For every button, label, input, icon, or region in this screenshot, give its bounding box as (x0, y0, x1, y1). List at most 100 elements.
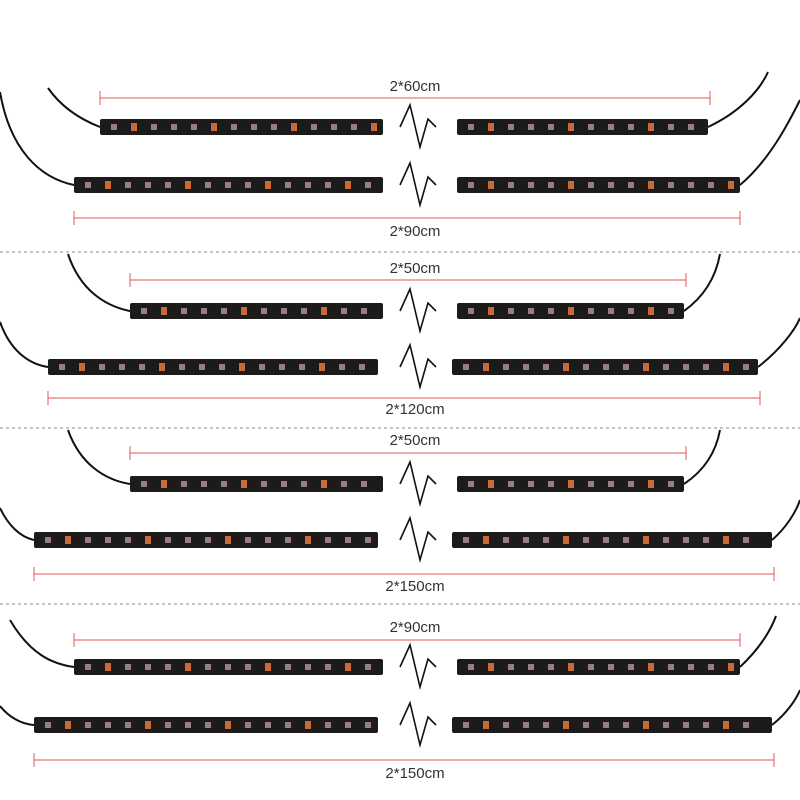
led-resistor (291, 123, 297, 131)
led-resistor (563, 536, 569, 544)
led-chip (608, 182, 614, 188)
led-resistor (648, 307, 654, 315)
led-chip (608, 124, 614, 130)
led-chip (548, 124, 554, 130)
led-chip (743, 364, 749, 370)
led-chip (305, 182, 311, 188)
led-resistor (488, 663, 494, 671)
led-chip (708, 182, 714, 188)
led-chip (588, 124, 594, 130)
led-resistor (643, 363, 649, 371)
led-chip (583, 722, 589, 728)
led-chip (688, 182, 694, 188)
led-chip (285, 664, 291, 670)
led-resistor (488, 307, 494, 315)
led-chip (628, 481, 634, 487)
led-resistor (723, 536, 729, 544)
led-chip (683, 364, 689, 370)
led-chip (351, 124, 357, 130)
led-resistor (643, 536, 649, 544)
led-chip (683, 537, 689, 543)
led-chip (548, 182, 554, 188)
led-resistor (643, 721, 649, 729)
led-chip (331, 124, 337, 130)
led-chip (683, 722, 689, 728)
led-strip-segment (457, 119, 708, 135)
led-resistor (159, 363, 165, 371)
led-chip (361, 308, 367, 314)
led-resistor (65, 721, 71, 729)
led-chip (265, 722, 271, 728)
led-chip (503, 364, 509, 370)
led-strip-segment (130, 476, 383, 492)
led-chip (341, 308, 347, 314)
cable (0, 91, 75, 186)
led-chip (245, 182, 251, 188)
led-chip (165, 182, 171, 188)
led-chip (359, 364, 365, 370)
led-chip (105, 537, 111, 543)
led-chip (543, 722, 549, 728)
led-chip (365, 182, 371, 188)
led-chip (281, 481, 287, 487)
led-chip (139, 364, 145, 370)
led-chip (663, 537, 669, 543)
led-strip-segment (130, 303, 383, 319)
cable (9, 619, 75, 668)
led-chip (603, 364, 609, 370)
led-resistor (345, 181, 351, 189)
led-strip-segment (100, 119, 383, 135)
led-resistor (345, 663, 351, 671)
led-chip (743, 722, 749, 728)
led-chip (225, 664, 231, 670)
cable (739, 99, 800, 186)
led-chip (463, 722, 469, 728)
led-chip (603, 722, 609, 728)
led-chip (583, 537, 589, 543)
cable (0, 321, 49, 368)
led-resistor (648, 663, 654, 671)
led-chip (219, 364, 225, 370)
led-chip (125, 537, 131, 543)
cable (0, 705, 35, 726)
led-chip (608, 664, 614, 670)
led-chip (179, 364, 185, 370)
led-resistor (211, 123, 217, 131)
led-chip (339, 364, 345, 370)
break-symbol (399, 342, 437, 391)
led-chip (111, 124, 117, 130)
led-resistor (723, 363, 729, 371)
led-chip (85, 182, 91, 188)
led-chip (205, 722, 211, 728)
led-resistor (265, 663, 271, 671)
led-resistor (65, 536, 71, 544)
led-resistor (728, 663, 734, 671)
led-chip (361, 481, 367, 487)
led-resistor (568, 181, 574, 189)
led-resistor (568, 663, 574, 671)
led-resistor (105, 181, 111, 189)
led-resistor (265, 181, 271, 189)
led-chip (201, 308, 207, 314)
led-chip (468, 308, 474, 314)
led-chip (528, 124, 534, 130)
led-chip (345, 722, 351, 728)
break-symbol (399, 459, 437, 508)
led-chip (145, 182, 151, 188)
led-chip (191, 124, 197, 130)
break-symbol (399, 642, 437, 691)
led-chip (221, 481, 227, 487)
led-chip (341, 481, 347, 487)
top-length-label: 2*90cm (390, 619, 441, 636)
led-chip (603, 537, 609, 543)
led-resistor (185, 663, 191, 671)
led-chip (45, 537, 51, 543)
led-resistor (145, 721, 151, 729)
led-chip (141, 481, 147, 487)
led-resistor (305, 536, 311, 544)
bottom-length-label: 2*150cm (385, 765, 444, 782)
led-chip (588, 664, 594, 670)
led-chip (365, 664, 371, 670)
led-resistor (225, 721, 231, 729)
led-chip (508, 481, 514, 487)
